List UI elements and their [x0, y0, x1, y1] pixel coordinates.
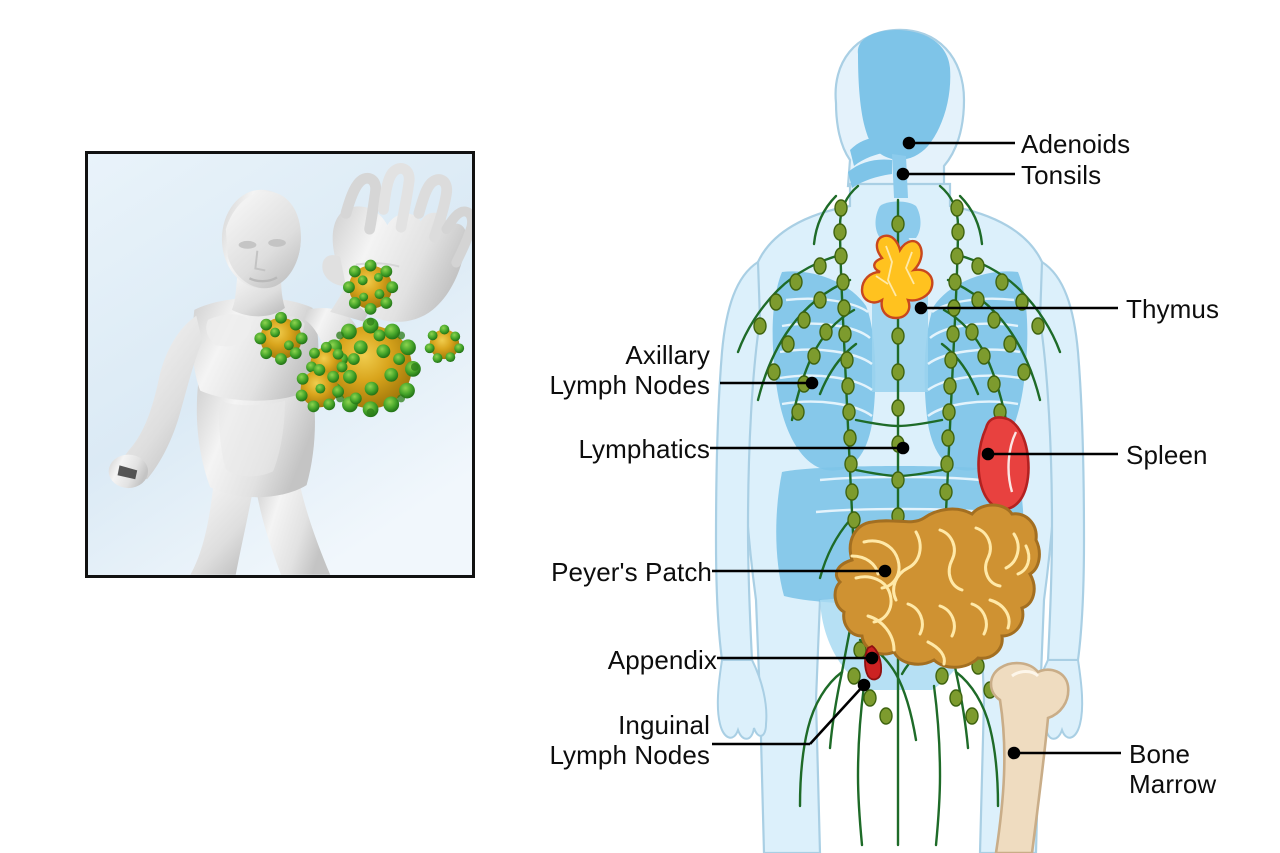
immune-defense-artwork	[88, 154, 472, 575]
label-spleen: Spleen	[1126, 440, 1208, 470]
label-thymus: Thymus	[1126, 294, 1220, 324]
immune-defense-panel	[85, 151, 475, 578]
label-appendix: Appendix	[607, 645, 717, 675]
spleen-organ	[977, 416, 1030, 511]
label-axillary-lymph-nodes: Axillary Lymph Nodes	[549, 340, 710, 400]
leader-lines	[710, 136, 1121, 760]
virus-particles-group	[254, 259, 465, 418]
intestines-organ	[833, 503, 1041, 669]
thymus-organ	[860, 234, 934, 320]
label-inguinal-lymph-nodes: Inguinal Lymph Nodes	[549, 710, 710, 770]
label-adenoids: Adenoids	[1021, 129, 1131, 159]
virus-particle-chest	[254, 311, 308, 365]
bone-marrow-femur	[989, 661, 1070, 853]
label-lymphatics: Lymphatics	[578, 434, 710, 464]
virus-particle-hand	[343, 259, 399, 315]
label-peyers-patch: Peyer's Patch	[551, 557, 712, 587]
lymphatic-system-diagram	[520, 0, 1280, 853]
virus-particle-low	[295, 364, 344, 413]
virus-particle-small-right	[424, 324, 465, 364]
lymphatic-system-artwork	[710, 28, 1121, 853]
label-tonsils: Tonsils	[1021, 160, 1102, 190]
label-bone-marrow: Bone Marrow	[1129, 739, 1217, 799]
